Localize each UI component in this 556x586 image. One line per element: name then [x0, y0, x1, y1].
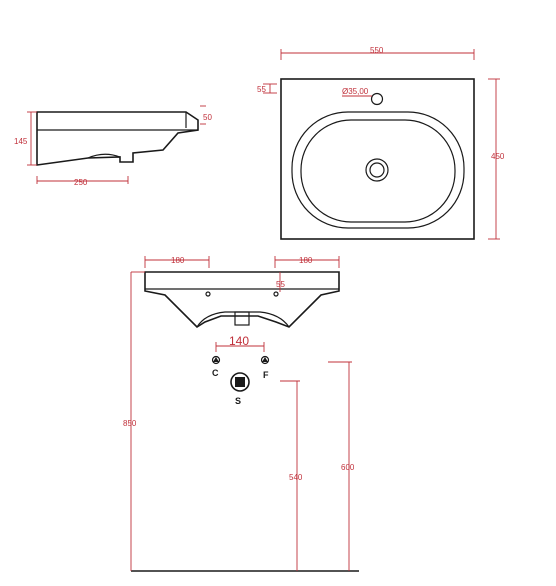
front-right-label: 180: [299, 256, 313, 265]
side-view-outline: [36, 111, 199, 166]
bowl-inner-outline: [300, 119, 456, 223]
top-width-label: 550: [370, 46, 384, 55]
side-depth-label: 250: [74, 178, 88, 187]
top-depth-label: 450: [491, 152, 505, 161]
pipe-spacing-label: 140: [229, 334, 249, 348]
top-view: Ø35,00 550 450 55: [257, 46, 505, 240]
side-height-label: 145: [14, 137, 28, 146]
drain-height-label: 540: [289, 473, 303, 482]
front-view-outline: [144, 271, 340, 329]
drain-icon: [230, 372, 250, 392]
tap-hole: [370, 92, 384, 106]
front-view-overflow-left: [205, 291, 211, 297]
side-rim-label: 50: [203, 113, 212, 122]
front-view-overflow-right: [273, 291, 279, 297]
hot-valve-icon: [260, 355, 270, 365]
tap-hole-diameter-label: Ø35,00: [342, 87, 369, 96]
drain-inner-circle: [369, 162, 385, 178]
total-height-label: 850: [123, 419, 137, 428]
drain-outer-circle: [365, 158, 389, 182]
front-view: 180 180 55 140 C F S: [123, 256, 359, 572]
front-left-label: 180: [171, 256, 185, 265]
cold-valve-icon: [211, 355, 221, 365]
cold-label: C: [212, 368, 219, 378]
front-view-drain-outlet: [234, 311, 250, 326]
side-view-bowl-curve: [87, 153, 121, 159]
hot-label: F: [263, 370, 269, 380]
bowl-outer-outline: [291, 111, 465, 229]
supply-height-label: 600: [341, 463, 355, 472]
drain-label: S: [235, 396, 241, 406]
front-tap-offset-label: 55: [276, 280, 285, 289]
top-offset-label: 55: [257, 85, 266, 94]
side-view: 145 250 50: [14, 105, 212, 187]
top-view-outline: [280, 78, 475, 240]
